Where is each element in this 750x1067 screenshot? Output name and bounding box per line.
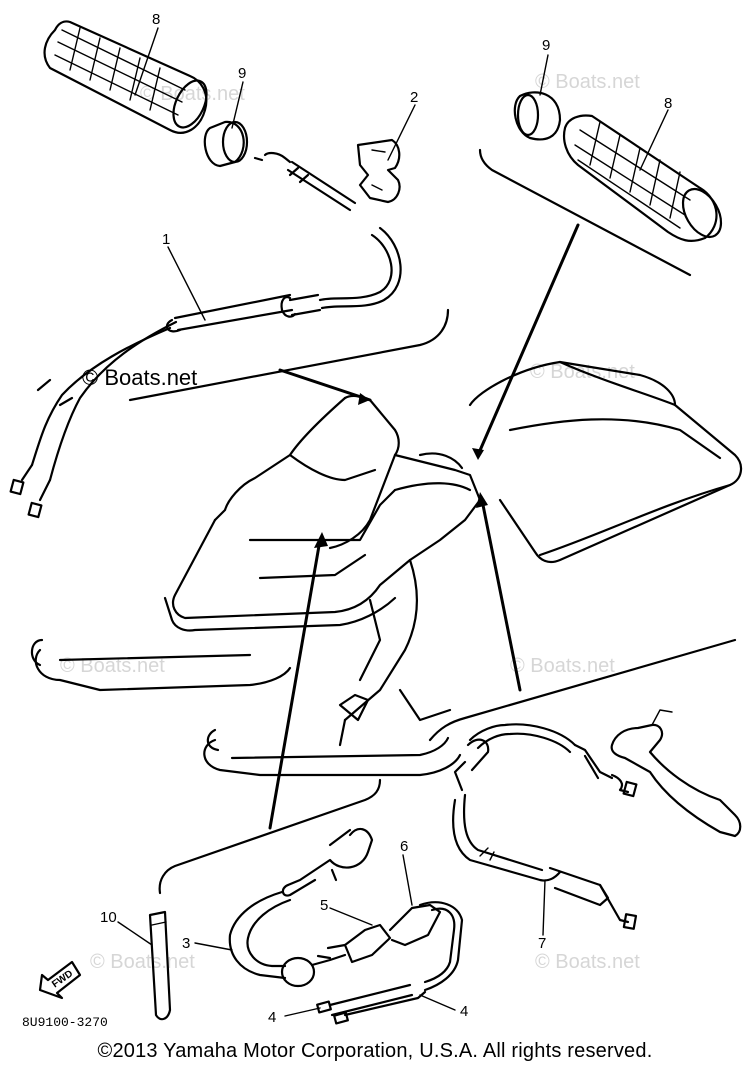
brake-lever [610,709,742,838]
group-bracket-right [478,148,692,277]
callout-brake-cable: 7 [538,935,546,952]
callout-bracket: 2 [410,89,418,106]
ring-left [203,120,249,168]
forward-arrow-icon: FWD [38,960,82,1000]
watermark-layer: © Boats.net © Boats.net © Boats.net © Bo… [60,71,640,973]
brake-cable [452,723,638,930]
start-switch-cable [316,901,464,1025]
callout-ring-left: 9 [238,65,246,82]
throttle-cable [9,151,402,519]
diagram-code: 8U9100-3270 [22,1015,108,1030]
callout-clip-lower: 4 [460,1003,468,1020]
callout-grip-right: 8 [664,95,672,112]
grip-right [562,114,723,242]
callout-ring-right: 9 [542,37,550,54]
group-bracket-left [128,308,450,402]
group-bracket-choke [158,778,382,895]
snowmobile-illustration [30,360,743,777]
watermark-4: © Boats.net [510,655,615,677]
callout-choke-cable: 3 [182,935,190,952]
callout-grip-left: 8 [152,11,160,28]
key [148,910,172,1021]
bracket [356,138,401,204]
callout-key: 10 [100,909,117,926]
leader-arrows [268,223,580,830]
watermark-5: © Boats.net [90,951,195,973]
callout-switch: 5 [320,897,328,914]
callout-throttle-cable: 1 [162,231,170,248]
watermark-3: © Boats.net [60,655,165,677]
callout-labels: 8 9 2 1 9 8 3 4 4 5 6 7 10 [100,11,672,1026]
watermark-7: © Boats.net [140,83,245,105]
choke-cable [228,827,374,988]
group-bracket-brake [428,638,737,742]
watermark-dark: © Boats.net [82,365,197,390]
parts-diagram: © Boats.net © Boats.net © Boats.net © Bo… [9,11,743,1030]
leader-lines [117,27,669,1017]
callout-start-switch: 6 [400,838,408,855]
switch-assembly [316,903,442,964]
callout-clip-upper: 4 [268,1009,276,1026]
copyright-notice: ©2013 Yamaha Motor Corporation, U.S.A. A… [97,1040,653,1062]
watermark-6: © Boats.net [535,951,640,973]
watermark-1: © Boats.net [535,71,640,93]
grip-left [43,20,208,134]
ring-right [513,91,562,141]
